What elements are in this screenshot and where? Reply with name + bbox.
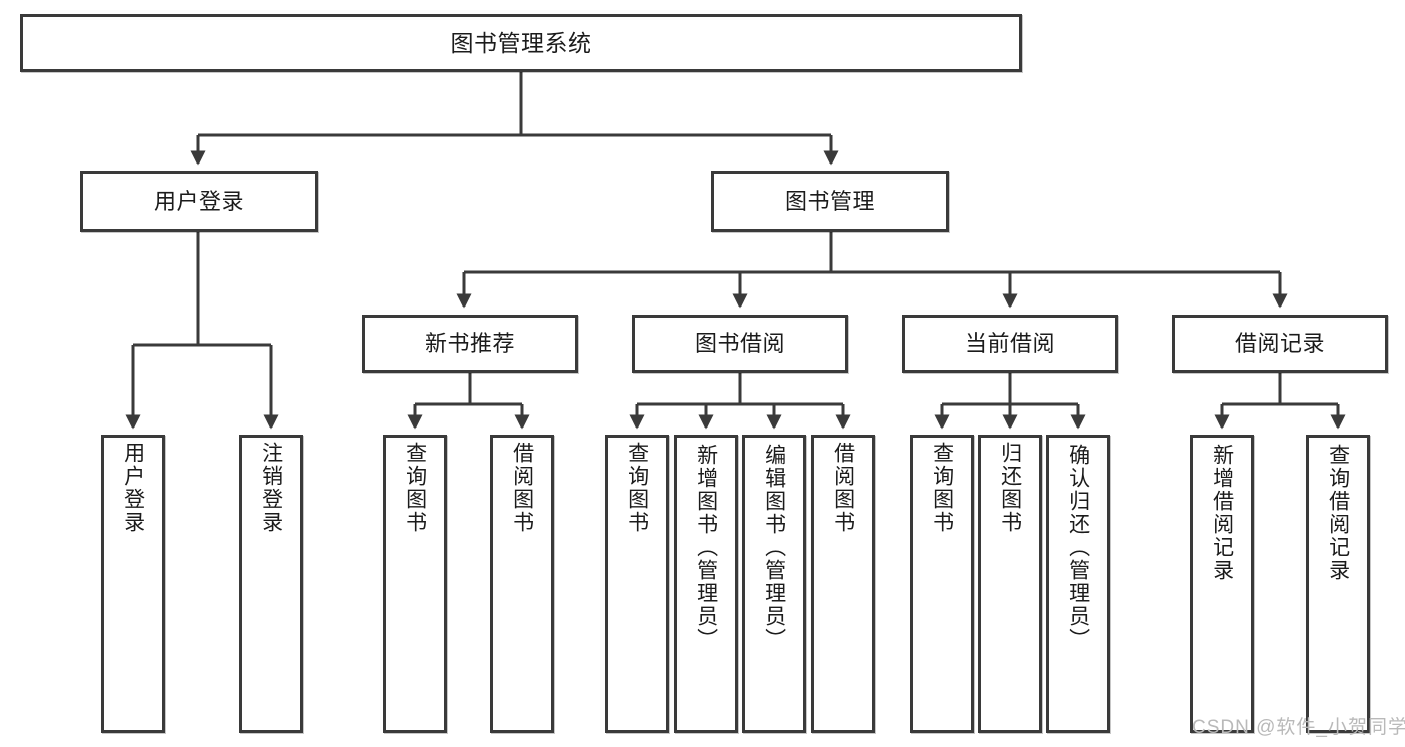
- node-leaf-add-book-label: 新增图书（管理员）: [694, 444, 718, 651]
- node-leaf-query-book-3[interactable]: 查询图书: [910, 435, 974, 733]
- node-leaf-query-record-label: 查询借阅记录: [1326, 444, 1350, 582]
- node-leaf-query-book-2[interactable]: 查询图书: [605, 435, 669, 733]
- node-leaf-logout-login-label: 注销登录: [259, 442, 283, 534]
- node-leaf-query-record[interactable]: 查询借阅记录: [1306, 435, 1370, 733]
- node-current-borrow-label: 当前借阅: [964, 331, 1055, 357]
- node-leaf-edit-book[interactable]: 编辑图书（管理员）: [742, 435, 806, 733]
- node-leaf-query-book-1-label: 查询图书: [403, 442, 427, 534]
- node-leaf-borrow-book-2[interactable]: 借阅图书: [811, 435, 875, 733]
- node-leaf-query-book-3-label: 查询图书: [930, 442, 954, 534]
- node-leaf-add-record[interactable]: 新增借阅记录: [1190, 435, 1254, 733]
- node-root[interactable]: 图书管理系统: [20, 14, 1022, 72]
- node-leaf-query-book-1[interactable]: 查询图书: [383, 435, 447, 733]
- node-book-borrow[interactable]: 图书借阅: [632, 315, 848, 373]
- node-leaf-return-book-label: 归还图书: [998, 442, 1022, 534]
- node-leaf-user-login[interactable]: 用户登录: [101, 435, 165, 733]
- node-leaf-borrow-book-2-label: 借阅图书: [831, 442, 855, 534]
- node-leaf-add-book[interactable]: 新增图书（管理员）: [674, 435, 738, 733]
- node-book-manage[interactable]: 图书管理: [711, 171, 949, 232]
- node-leaf-logout-login[interactable]: 注销登录: [239, 435, 303, 733]
- csdn-watermark: CSDN @软件_小贺同学: [1192, 717, 1405, 738]
- node-leaf-edit-book-label: 编辑图书（管理员）: [762, 444, 786, 651]
- node-current-borrow[interactable]: 当前借阅: [902, 315, 1118, 373]
- node-leaf-confirm-return-label: 确认归还（管理员）: [1066, 444, 1090, 651]
- node-user-login[interactable]: 用户登录: [80, 171, 318, 232]
- node-leaf-query-book-2-label: 查询图书: [625, 442, 649, 534]
- node-book-borrow-label: 图书借阅: [694, 331, 785, 357]
- node-leaf-user-login-label: 用户登录: [121, 442, 145, 534]
- node-new-book-rec[interactable]: 新书推荐: [362, 315, 578, 373]
- node-leaf-borrow-book-1[interactable]: 借阅图书: [490, 435, 554, 733]
- node-leaf-return-book[interactable]: 归还图书: [978, 435, 1042, 733]
- node-root-label: 图书管理系统: [450, 29, 592, 56]
- node-borrow-record[interactable]: 借阅记录: [1172, 315, 1388, 373]
- node-user-login-label: 用户登录: [153, 188, 244, 214]
- node-leaf-confirm-return[interactable]: 确认归还（管理员）: [1046, 435, 1110, 733]
- node-leaf-add-record-label: 新增借阅记录: [1210, 444, 1234, 582]
- node-new-book-rec-label: 新书推荐: [424, 331, 515, 357]
- node-book-manage-label: 图书管理: [784, 188, 875, 214]
- node-borrow-record-label: 借阅记录: [1234, 331, 1325, 357]
- node-leaf-borrow-book-1-label: 借阅图书: [510, 442, 534, 534]
